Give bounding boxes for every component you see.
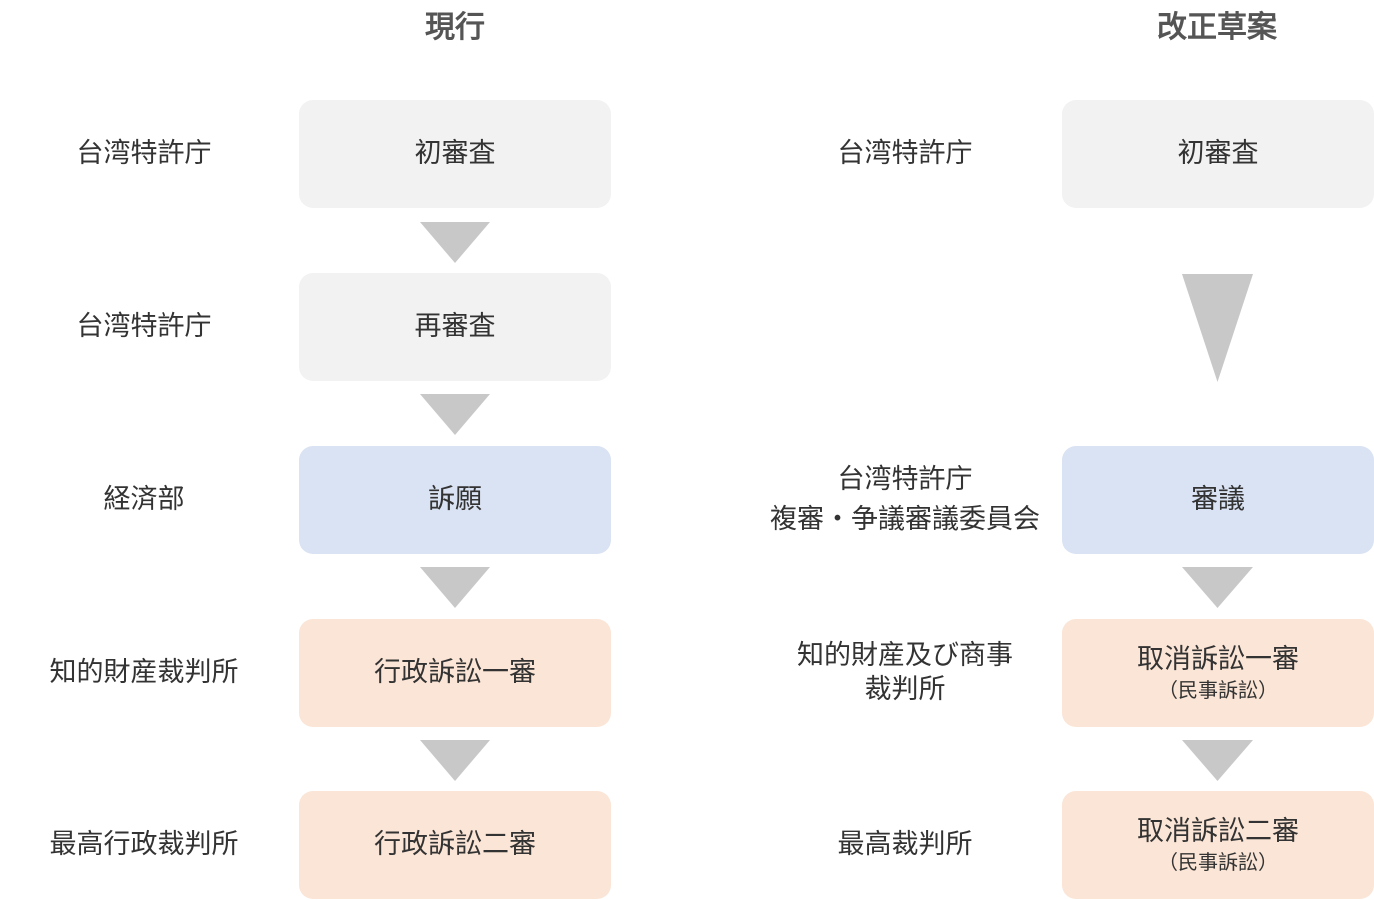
proposed-box-deliberation: 審議 — [1062, 446, 1374, 554]
proposed-box-revocation-litigation-second: 取消訴訟二審 （民事訴訟） — [1062, 791, 1374, 899]
proposed-box-2-text: 審議 — [1191, 484, 1245, 515]
proposed-label-2: 台湾特許庁 複審・争議審議委員会 — [730, 446, 1080, 554]
proposed-long-arrow-down-icon — [1182, 274, 1253, 382]
arrow-shape — [1182, 274, 1253, 382]
proposed-label-1: 台湾特許庁 — [730, 100, 1080, 208]
current-box-admin-litigation-second: 行政訴訟二審 — [299, 791, 611, 899]
current-box-1-text: 初審査 — [414, 138, 496, 169]
proposed-box-4-text: 取消訴訟二審 — [1137, 816, 1299, 847]
proposed-box-initial-examination: 初審査 — [1062, 100, 1374, 208]
proposed-box-3-text: 取消訴訟一審 — [1137, 644, 1299, 675]
proposed-label-3-line-1: 知的財産及び商事 — [797, 640, 1013, 671]
current-box-initial-examination: 初審査 — [299, 100, 611, 208]
current-arrow-down-icon-2 — [420, 394, 490, 435]
proposed-box-revocation-litigation-first: 取消訴訟一審 （民事訴訟） — [1062, 619, 1374, 727]
current-arrow-down-icon-1 — [420, 222, 490, 263]
proposed-box-4-subtext: （民事訴訟） — [1158, 850, 1278, 874]
current-label-2: 台湾特許庁 — [76, 311, 212, 342]
arrow-shape — [420, 567, 490, 608]
current-box-admin-litigation-first: 行政訴訟一審 — [299, 619, 611, 727]
proposed-label-3-line-2: 裁判所 — [864, 674, 946, 705]
arrow-shape — [420, 222, 490, 263]
current-box-4-text: 行政訴訟一審 — [374, 657, 536, 688]
current-box-5-text: 行政訴訟二審 — [374, 829, 536, 860]
current-label-5: 最高行政裁判所 — [49, 829, 239, 860]
current-label-1: 台湾特許庁 — [76, 138, 212, 169]
current-column-title: 現行 — [425, 10, 485, 45]
current-arrow-down-icon-4 — [420, 740, 490, 781]
proposed-label-2-line-1: 台湾特許庁 — [837, 464, 973, 495]
proposed-label-1-line-1: 台湾特許庁 — [837, 138, 973, 169]
proposed-box-3-subtext: （民事訴訟） — [1158, 678, 1278, 702]
arrow-shape — [1182, 567, 1253, 608]
proposed-box-1-text: 初審査 — [1177, 138, 1259, 169]
proposed-arrow-down-icon-2 — [1182, 740, 1253, 781]
proposed-arrow-down-icon-1 — [1182, 567, 1253, 608]
arrow-shape — [1182, 740, 1253, 781]
current-box-re-examination: 再審査 — [299, 273, 611, 381]
proposed-label-3: 知的財産及び商事 裁判所 — [730, 619, 1080, 727]
proposed-label-4: 最高裁判所 — [730, 791, 1080, 899]
arrow-shape — [420, 740, 490, 781]
arrow-shape — [420, 394, 490, 435]
current-box-appeal: 訴願 — [299, 446, 611, 554]
current-box-3-text: 訴願 — [428, 484, 482, 515]
proposed-label-2-line-2: 複審・争議審議委員会 — [770, 504, 1040, 535]
proposed-label-4-line-1: 最高裁判所 — [837, 829, 973, 860]
current-box-2-text: 再審査 — [414, 311, 496, 342]
proposed-column-title: 改正草案 — [1157, 10, 1277, 45]
current-label-4: 知的財産裁判所 — [49, 657, 239, 688]
current-arrow-down-icon-3 — [420, 567, 490, 608]
current-label-3: 経済部 — [103, 484, 185, 515]
